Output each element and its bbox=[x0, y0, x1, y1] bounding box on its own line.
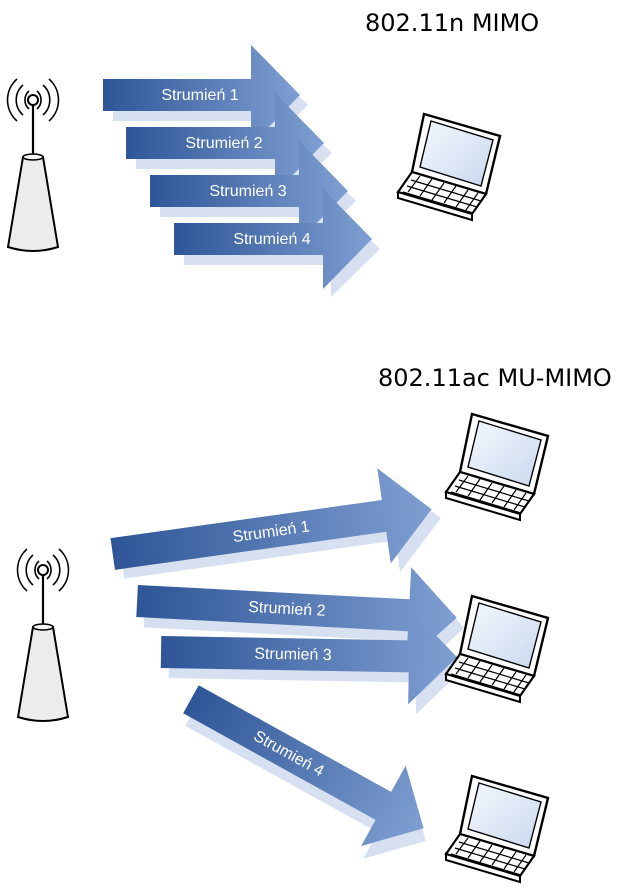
stream-arrow-mu-3: Strumień 3 bbox=[160, 608, 465, 715]
laptop-icon bbox=[444, 774, 550, 884]
section-mimo: 802.11n MIMO Strumień 1 Strumień 2 Strum… bbox=[6, 9, 539, 297]
antenna-tower-icon bbox=[16, 547, 70, 723]
stream-arrow-mimo-4: Strumień 4 bbox=[174, 189, 380, 297]
stream-arrow-mu-1: Strumień 1 bbox=[110, 468, 441, 579]
client-laptop-mu-2 bbox=[444, 594, 550, 704]
stream-arrow-mu-2: Strumień 2 bbox=[136, 567, 465, 674]
stream-label: Strumień 3 bbox=[254, 646, 332, 664]
stream-label: Strumień 3 bbox=[209, 183, 286, 200]
client-laptop-mimo bbox=[396, 112, 502, 222]
section-title-mu-mimo: 802.11ac MU-MIMO bbox=[378, 364, 612, 392]
client-laptop-mu-3 bbox=[444, 774, 550, 884]
stream-label: Strumień 1 bbox=[161, 87, 238, 104]
stream-label: Strumień 2 bbox=[248, 599, 326, 620]
access-point-mimo bbox=[6, 77, 60, 253]
section-title-mimo: 802.11n MIMO bbox=[365, 9, 539, 37]
stream-label: Strumień 2 bbox=[185, 135, 262, 152]
laptop-icon bbox=[444, 594, 550, 704]
section-mu-mimo: 802.11ac MU-MIMO Strumień 1 Strumień 2 S… bbox=[16, 364, 612, 884]
laptop-icon bbox=[396, 112, 502, 222]
stream-label: Strumień 4 bbox=[233, 231, 310, 248]
access-point-mu-mimo bbox=[16, 547, 70, 723]
laptop-icon bbox=[444, 412, 550, 522]
antenna-tower-icon bbox=[6, 77, 60, 253]
client-laptop-mu-1 bbox=[444, 412, 550, 522]
